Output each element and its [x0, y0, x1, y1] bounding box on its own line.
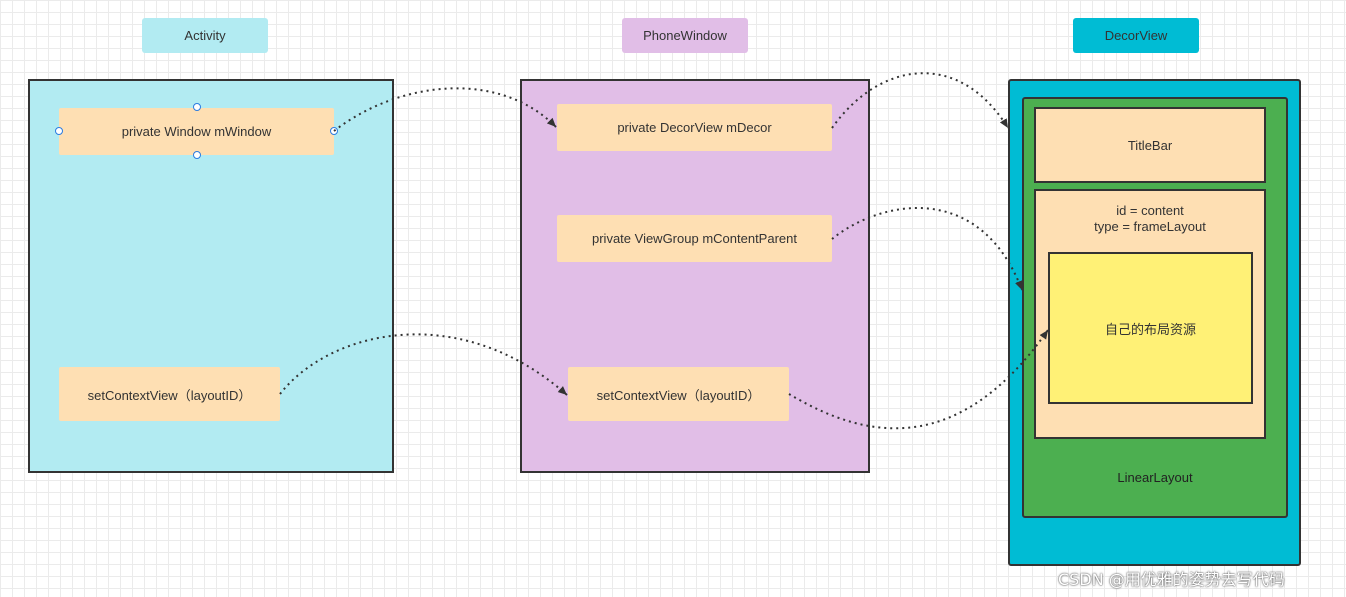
- arrow-phonewindow-setcontextview-to-own-layout: [788, 329, 1049, 430]
- phonewindow-contentparent-field[interactable]: private ViewGroup mContentParent: [557, 215, 832, 262]
- phonewindow-title: PhoneWindow: [622, 18, 748, 53]
- decorview-title: DecorView: [1073, 18, 1199, 53]
- arrow-mwindow-to-phonewindow: [333, 87, 557, 132]
- phonewindow-decor-field[interactable]: private DecorView mDecor: [557, 104, 832, 151]
- activity-title: Activity: [142, 18, 268, 53]
- activity-window-field[interactable]: private Window mWindow: [59, 108, 334, 155]
- arrow-mdecor-to-decorview: [831, 72, 1009, 129]
- phonewindow-setcontextview-field[interactable]: setContextView（layoutID）: [568, 367, 789, 421]
- arrow-mcontentparent-to-content: [831, 207, 1023, 291]
- selection-handle-left[interactable]: [55, 127, 63, 135]
- watermark: CSDN @用优雅的姿势去写代码: [1058, 570, 1285, 589]
- content-id-label: id = content: [1116, 203, 1184, 218]
- titlebar-box: TitleBar: [1034, 107, 1266, 183]
- own-layout-box: 自己的布局资源: [1048, 252, 1253, 404]
- selection-handle-top[interactable]: [193, 103, 201, 111]
- activity-setcontextview-field[interactable]: setContextView（layoutID）: [59, 367, 280, 421]
- linearlayout-label: LinearLayout: [1117, 470, 1193, 485]
- selection-handle-bottom[interactable]: [193, 151, 201, 159]
- arrow-activity-setcontextview-to-phonewindow: [279, 333, 568, 396]
- content-type-label: type = frameLayout: [1094, 219, 1206, 234]
